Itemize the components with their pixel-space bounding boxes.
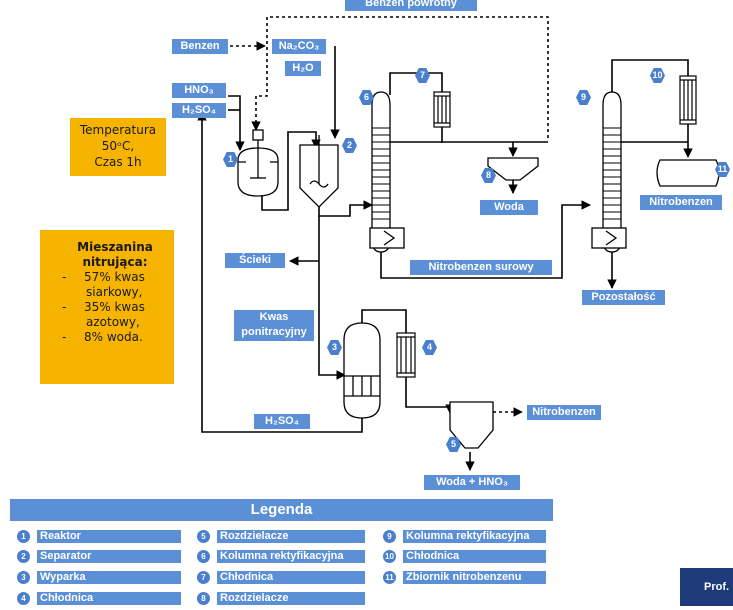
conditions-line2: 50ᵒC, bbox=[101, 139, 135, 153]
legend-label-7: Chłodnica bbox=[217, 571, 365, 584]
column6-to-separator8-line bbox=[381, 137, 518, 157]
unit-badge-2: 2 bbox=[342, 138, 357, 153]
stream-h2o: H₂O bbox=[285, 61, 321, 76]
cooler-7 bbox=[433, 91, 451, 128]
stream-scieki: Ścieki bbox=[225, 253, 285, 268]
unit-badge-1: 1 bbox=[223, 152, 238, 167]
nitrating-mixture-note: Mieszanina nitrująca: - 57% kwas siarkow… bbox=[40, 230, 174, 384]
unit-badge-9: 9 bbox=[576, 90, 591, 105]
mixture-item: - 57% kwas siarkowy, bbox=[62, 270, 145, 299]
legend-num-11: 11 bbox=[383, 571, 396, 584]
kwas-line2: ponitracyjny bbox=[241, 326, 307, 338]
stream-h2so4-top: H₂SO₄ bbox=[172, 103, 226, 118]
mixture-item: - 8% woda. bbox=[62, 330, 143, 344]
legend-label-9: Kolumna rektyfikacyjna bbox=[403, 530, 546, 543]
legend-label-1: Reaktor bbox=[37, 530, 181, 543]
reactor-to-separator-line bbox=[261, 131, 321, 211]
cooler4-outlet-line bbox=[405, 377, 455, 414]
stream-woda: Woda bbox=[480, 200, 538, 215]
legend-num-5: 5 bbox=[197, 530, 210, 543]
legend-title: Legenda bbox=[10, 499, 553, 521]
evaporator-3 bbox=[343, 322, 381, 419]
cooler-10 bbox=[679, 75, 697, 125]
legend-label-2: Separator bbox=[37, 550, 181, 563]
legend-label-8: Rozdzielacze bbox=[217, 592, 365, 605]
separator-to-column-line bbox=[318, 200, 373, 217]
stream-nitrobenzen-surowy: Nitrobenzen surowy bbox=[410, 260, 552, 275]
legend-label-10: Chłodnica bbox=[403, 550, 546, 563]
stream-nitrobenzen-product: Nitrobenzen bbox=[640, 195, 722, 210]
column6-vapor-line bbox=[389, 72, 443, 95]
unit-badge-10: 10 bbox=[650, 68, 665, 83]
mixture-title2: nitrująca: bbox=[82, 255, 148, 269]
mixture-title1: Mieszanina bbox=[77, 240, 153, 254]
stream-hno3: HNO₃ bbox=[172, 83, 226, 98]
legend-num-10: 10 bbox=[383, 550, 396, 563]
legend-num-6: 6 bbox=[197, 550, 210, 563]
recycle-benzene-line bbox=[251, 16, 549, 138]
stream-na2co3: Na₂CO₃ bbox=[272, 39, 326, 54]
unit-badge-5: 5 bbox=[446, 437, 461, 452]
legend-label-11: Zbiornik nitrobenzenu bbox=[403, 571, 546, 584]
evaporator-vapor-line bbox=[361, 309, 407, 333]
stream-woda-hno3: Woda + HNO₃ bbox=[424, 475, 520, 490]
legend-num-1: 1 bbox=[17, 530, 30, 543]
separator-acid-line bbox=[318, 216, 346, 380]
mixture-item: - 35% kwas azotowy, bbox=[62, 300, 145, 329]
reactor-1 bbox=[237, 129, 279, 197]
stream-nitrobenzen-separator: Nitrobenzen bbox=[527, 405, 601, 420]
legend-num-3: 3 bbox=[17, 571, 30, 584]
legend-label-4: Chłodnica bbox=[37, 592, 181, 605]
hno3-line bbox=[228, 95, 245, 151]
conditions-line3: Czas 1h bbox=[94, 155, 142, 169]
separator-8 bbox=[487, 157, 539, 181]
stream-benzen: Benzen bbox=[172, 39, 228, 54]
kwas-line1: Kwas bbox=[259, 311, 289, 323]
legend-label-5: Rozdzielacze bbox=[217, 530, 365, 543]
stream-h2so4-bottom: H₂SO₄ bbox=[254, 414, 310, 429]
unit-badge-8: 8 bbox=[481, 168, 496, 183]
legend-num-2: 2 bbox=[17, 550, 30, 563]
unit-badge-7: 7 bbox=[415, 68, 430, 83]
unit-badge-11: 11 bbox=[715, 162, 730, 177]
author-footer: Prof. bbox=[680, 568, 733, 606]
legend-num-4: 4 bbox=[17, 592, 30, 605]
legend-num-9: 9 bbox=[383, 530, 396, 543]
column-9 bbox=[591, 91, 627, 253]
legend-label-6: Kolumna rektyfikacyjna bbox=[217, 550, 365, 563]
unit-badge-6: 6 bbox=[359, 90, 374, 105]
stream-kwas-ponitracyjny: Kwas ponitracyjny bbox=[234, 310, 314, 341]
separator-2 bbox=[299, 135, 339, 208]
stream-pozostalosc: Pozostałość bbox=[582, 290, 665, 305]
tank-11 bbox=[656, 159, 720, 187]
cooler-4 bbox=[396, 332, 416, 378]
column-6 bbox=[369, 91, 405, 253]
crude-nitrobenzene-line bbox=[380, 200, 591, 279]
conditions-line1: Temperatura bbox=[79, 123, 157, 137]
column9-vapor-line bbox=[611, 59, 689, 95]
stream-benzen-powrotny: Benzen powrotny bbox=[345, 0, 477, 11]
legend-num-7: 7 bbox=[197, 571, 210, 584]
h2so4-recycle-line bbox=[197, 111, 363, 433]
unit-badge-3: 3 bbox=[327, 340, 342, 355]
separator-5 bbox=[449, 401, 494, 449]
legend-label-3: Wyparka bbox=[37, 571, 181, 584]
legend-num-8: 8 bbox=[197, 592, 210, 605]
unit-badge-4: 4 bbox=[422, 340, 437, 355]
reaction-conditions-note: Temperatura 50ᵒC, Czas 1h bbox=[70, 118, 166, 176]
